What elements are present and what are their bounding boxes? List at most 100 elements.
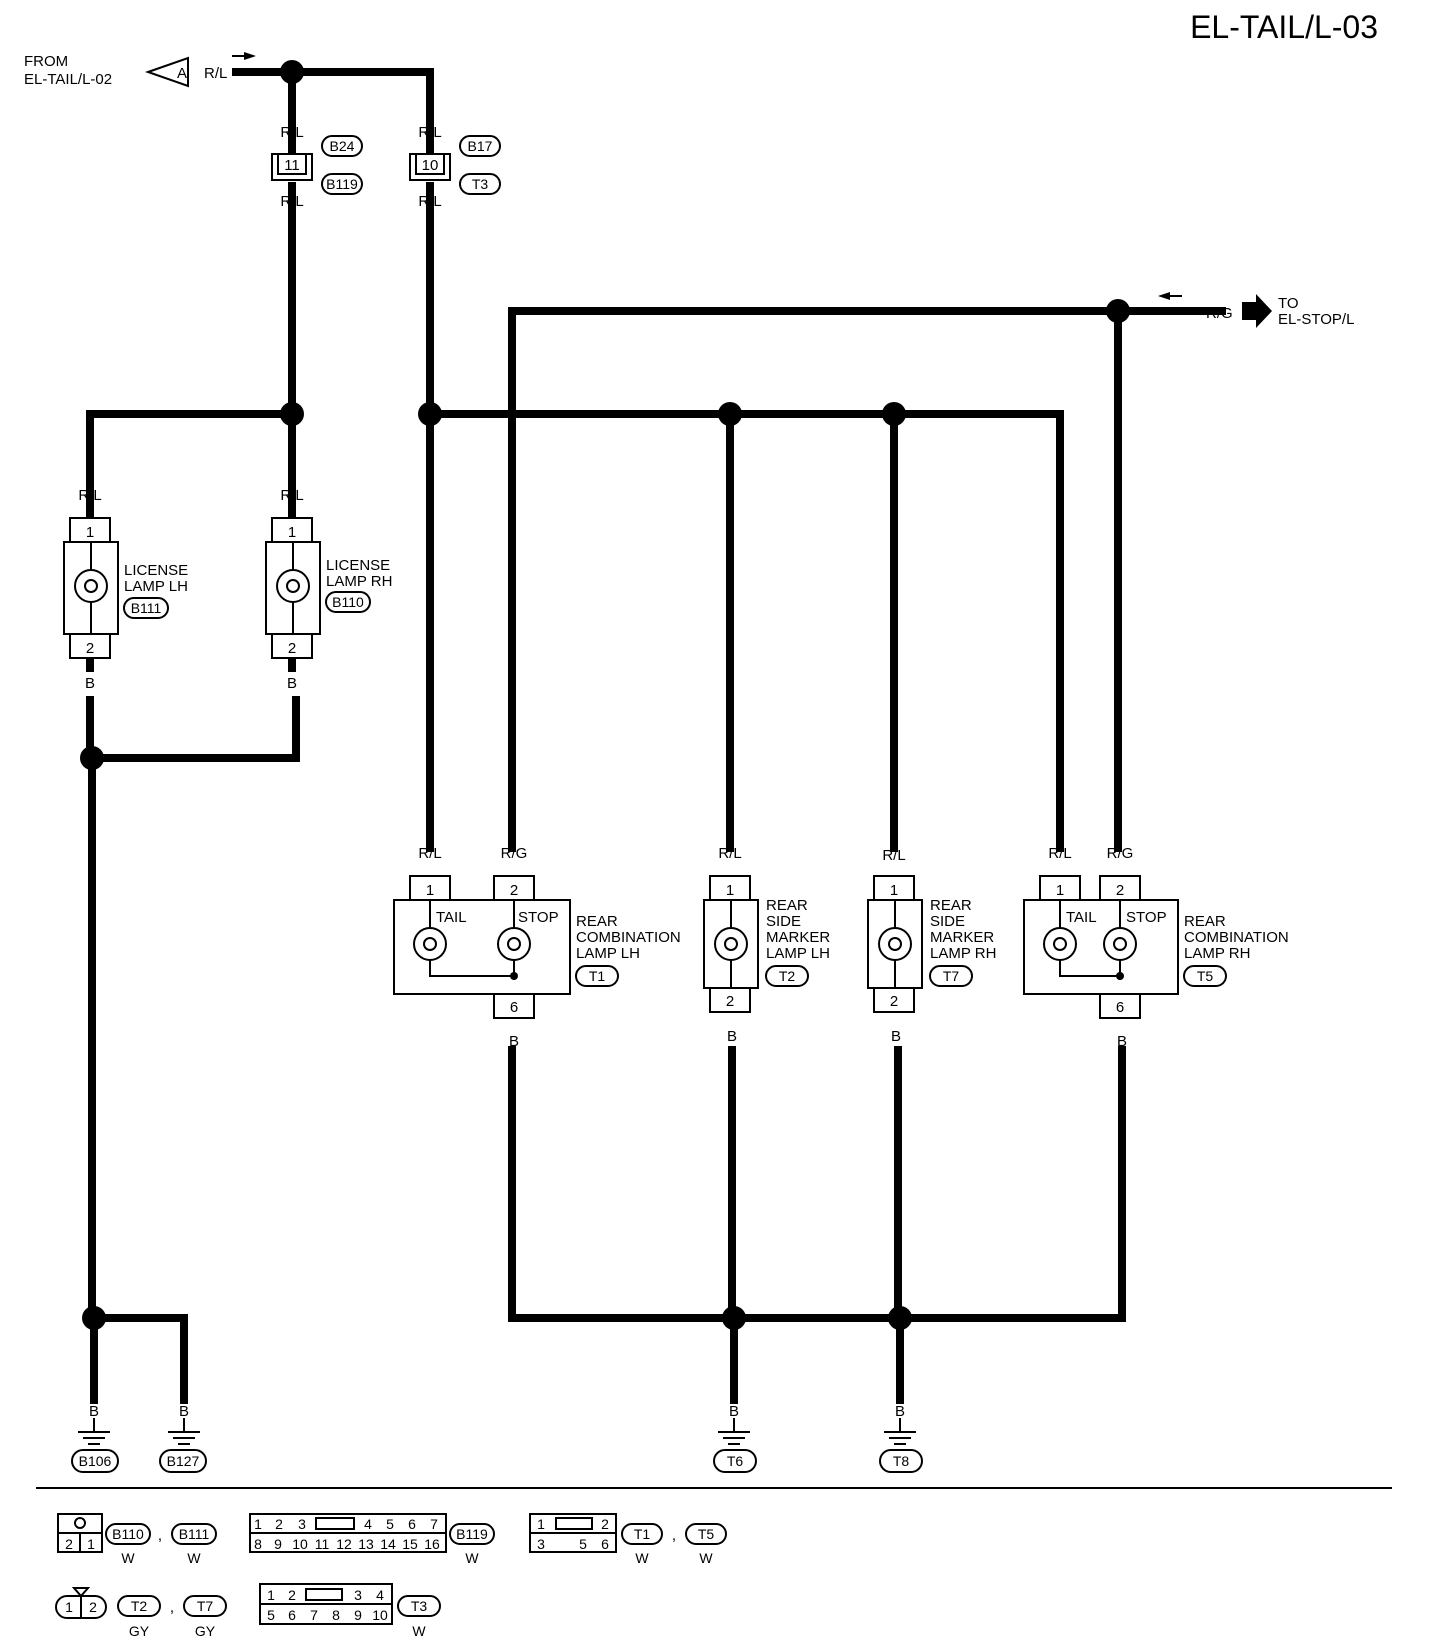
svg-text:TAIL: TAIL: [436, 909, 467, 926]
svg-text:1: 1: [726, 882, 734, 899]
svg-text:2: 2: [890, 993, 898, 1010]
svg-text:LAMP LH: LAMP LH: [124, 578, 188, 595]
svg-text:1: 1: [267, 1587, 275, 1603]
svg-text:T6: T6: [727, 1453, 744, 1469]
license-lamp-rh: R/L 1 2 B LICENSE LAMP RH B110: [265, 487, 392, 692]
svg-text:10: 10: [372, 1607, 388, 1623]
bulb-icon: [878, 927, 912, 961]
splice-dot: [280, 402, 304, 426]
svg-text:,: ,: [158, 1527, 162, 1544]
svg-text:R/L: R/L: [882, 847, 905, 864]
svg-text:,: ,: [170, 1599, 174, 1616]
svg-text:MARKER: MARKER: [930, 929, 994, 946]
lamp-name: REAR: [1184, 913, 1226, 930]
svg-text:B: B: [509, 1033, 519, 1050]
tail-bulb-icon: [1043, 927, 1077, 961]
ground-icon: [879, 1449, 923, 1473]
splice-dot: [418, 402, 442, 426]
svg-text:B111: B111: [179, 1526, 210, 1542]
svg-text:R/L: R/L: [418, 193, 441, 210]
to-page-code: EL-STOP/L: [1278, 311, 1354, 328]
svg-text:B: B: [729, 1403, 739, 1420]
legend-10pin: 1 2 3 4 5 6 7 8 9 10 T3 W: [259, 1583, 441, 1639]
connector-id: T7: [943, 968, 960, 984]
pin-number: 10: [422, 157, 439, 174]
connector-legend: 2 1 B110 W , B111 W 1 2 3 4 5 6 7 8 9 10…: [55, 1513, 727, 1639]
svg-text:1: 1: [537, 1516, 545, 1532]
tail-bulb-icon: [413, 927, 447, 961]
svg-text:W: W: [187, 1550, 201, 1566]
svg-text:2: 2: [275, 1516, 283, 1532]
svg-text:B119: B119: [456, 1526, 488, 1542]
svg-text:R/L: R/L: [718, 845, 741, 862]
ground-icon: [159, 1449, 207, 1473]
svg-text:LAMP RH: LAMP RH: [326, 573, 392, 590]
svg-text:4: 4: [376, 1587, 384, 1603]
svg-text:1: 1: [254, 1516, 262, 1532]
svg-text:6: 6: [408, 1516, 416, 1532]
bulb-icon: [74, 569, 108, 603]
svg-text:W: W: [121, 1550, 135, 1566]
svg-text:5: 5: [267, 1607, 275, 1623]
svg-text:R/L: R/L: [78, 487, 101, 504]
svg-text:B: B: [179, 1403, 189, 1420]
connector-id: B119: [326, 176, 358, 192]
svg-text:B: B: [287, 675, 297, 692]
svg-text:B106: B106: [79, 1453, 112, 1469]
svg-text:9: 9: [274, 1536, 282, 1552]
splice-dot: [1106, 299, 1130, 323]
svg-text:MARKER: MARKER: [766, 929, 830, 946]
svg-text:6: 6: [1116, 999, 1124, 1016]
svg-text:2: 2: [726, 993, 734, 1010]
svg-text:2: 2: [86, 640, 94, 657]
rear-combination-lamp-lh: R/L R/G 1 2 TAIL STOP 6 B REAR COMBINATI…: [393, 845, 681, 1050]
ground-t6: B T6: [713, 1403, 757, 1473]
svg-text:5: 5: [386, 1516, 394, 1532]
license-lamp-lh: R/L 1 2 B LICENSE LAMP LH B111: [63, 487, 188, 692]
ground-icon: [71, 1449, 119, 1473]
svg-text:1: 1: [426, 882, 434, 899]
from-connector-arrow-icon: [144, 56, 189, 88]
legend-6pin: 1 2 3 5 6 T1 W , T5 W: [529, 1513, 727, 1566]
svg-text:SIDE: SIDE: [930, 913, 965, 930]
svg-text:1: 1: [890, 882, 898, 899]
stop-bulb-icon: [497, 927, 531, 961]
svg-text:B: B: [891, 1028, 901, 1045]
svg-text:GY: GY: [129, 1623, 150, 1639]
svg-text:3: 3: [354, 1587, 362, 1603]
svg-text:12: 12: [336, 1536, 352, 1552]
svg-text:T1: T1: [634, 1526, 651, 1542]
svg-text:R/L: R/L: [418, 124, 441, 141]
connector-id: B17: [468, 138, 493, 154]
ground-icon: [713, 1449, 757, 1473]
pin-number: 11: [284, 157, 300, 174]
svg-text:1: 1: [87, 1536, 95, 1552]
lamp-name: REAR: [930, 897, 972, 914]
svg-text:11: 11: [315, 1536, 330, 1552]
svg-text:R/G: R/G: [1107, 845, 1134, 862]
svg-text:R/G: R/G: [501, 845, 528, 862]
connector-id: B110: [332, 594, 364, 610]
lamp-name: LICENSE: [326, 557, 390, 574]
ground-t8: B T8: [879, 1403, 923, 1473]
from-wire-color: R/L: [204, 65, 227, 82]
splice-dot: [888, 1306, 912, 1330]
svg-text:R/L: R/L: [280, 487, 303, 504]
svg-text:B110: B110: [112, 1526, 144, 1542]
connector-id: T5: [1197, 968, 1214, 984]
svg-text:B: B: [89, 1403, 99, 1420]
splice-dot: [82, 1306, 106, 1330]
from-page-code: EL-TAIL/L-02: [24, 71, 112, 88]
splice-dot: [280, 60, 304, 84]
svg-text:GY: GY: [195, 1623, 216, 1639]
svg-text:1: 1: [86, 524, 94, 541]
to-wire-color: R/G: [1206, 305, 1233, 322]
svg-text:8: 8: [332, 1607, 340, 1623]
connector-id: B24: [330, 138, 355, 154]
svg-text:2: 2: [288, 640, 296, 657]
svg-text:6: 6: [510, 999, 518, 1016]
page-code: EL-TAIL/L-03: [1190, 9, 1378, 45]
splice-dot: [718, 402, 742, 426]
svg-text:STOP: STOP: [518, 909, 559, 926]
